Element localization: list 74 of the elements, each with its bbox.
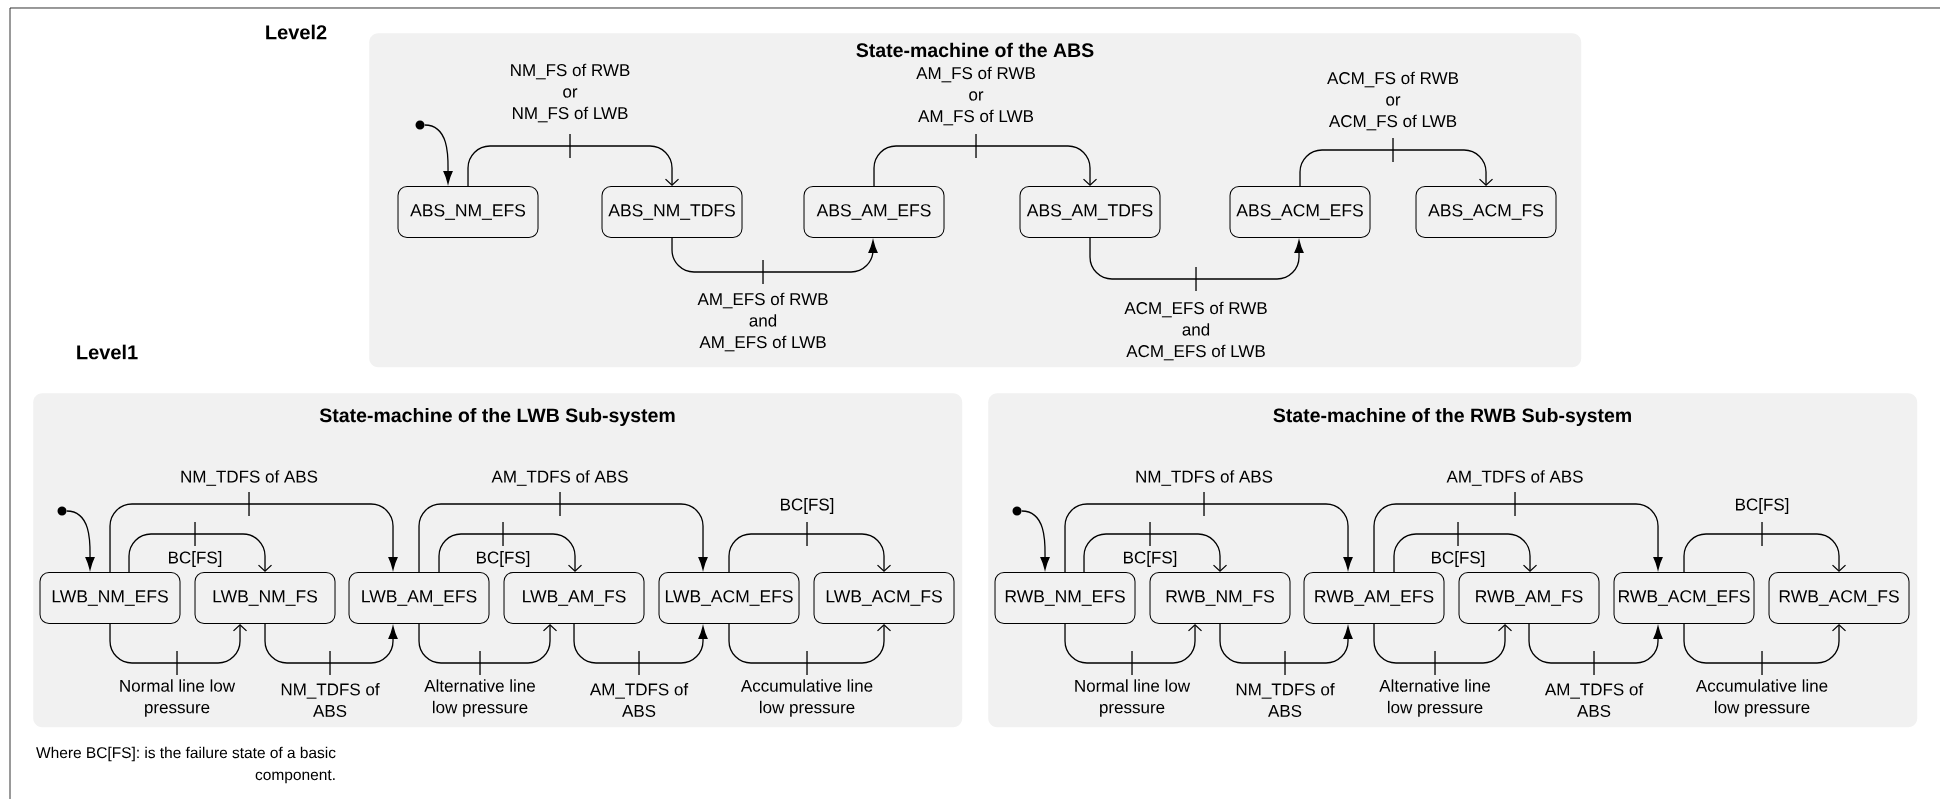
transition-arrow bbox=[1299, 137, 1494, 187]
transition-arrow bbox=[1373, 491, 1663, 573]
transition-arrow bbox=[1373, 623, 1513, 676]
transition-arrow bbox=[1021, 510, 1050, 570]
state-box: LWB_NM_EFS bbox=[39, 572, 181, 624]
transition-label: ACM_EFS of RWB and ACM_EFS of LWB bbox=[1124, 301, 1267, 361]
transition-label: BC[FS] bbox=[1432, 551, 1485, 567]
transition-label: NM_TDFS of ABS bbox=[1236, 683, 1335, 717]
transition-arrow bbox=[109, 623, 248, 676]
state-box: ABS_ACM_EFS bbox=[1229, 186, 1371, 238]
state-box: RWB_NM_FS bbox=[1149, 572, 1291, 624]
level-label: Level2 bbox=[266, 24, 327, 40]
state-box: LWB_ACM_EFS bbox=[658, 572, 800, 624]
transition-label: BC[FS] bbox=[169, 551, 222, 567]
transition-label: ACM_FS of RWB or ACM_FS of LWB bbox=[1327, 71, 1459, 131]
transition-arrow bbox=[573, 623, 708, 676]
transition-label: AM_FS of RWB or AM_FS of LWB bbox=[916, 66, 1035, 126]
state-box: ABS_AM_EFS bbox=[803, 186, 945, 238]
transition-arrow bbox=[1219, 623, 1353, 676]
state-box: RWB_NM_EFS bbox=[994, 572, 1136, 624]
transition-arrow bbox=[66, 510, 95, 570]
transition-arrow bbox=[1683, 521, 1847, 573]
transition-arrow bbox=[264, 623, 398, 676]
transition-label: AM_EFS of RWB and AM_EFS of LWB bbox=[697, 292, 828, 352]
transition-label: Normal line low pressure bbox=[1075, 679, 1191, 717]
state-box: RWB_ACM_EFS bbox=[1613, 572, 1755, 624]
transition-label: NM_TDFS of ABS bbox=[1136, 470, 1273, 486]
transition-arrow bbox=[1528, 623, 1663, 676]
state-box: RWB_AM_EFS bbox=[1303, 572, 1445, 624]
state-box: LWB_AM_EFS bbox=[348, 572, 490, 624]
transition-label: Alternative line low pressure bbox=[424, 679, 535, 717]
transition-arrow bbox=[1393, 521, 1538, 573]
transition-label: BC[FS] bbox=[781, 498, 834, 514]
transition-label: AM_TDFS of ABS bbox=[589, 683, 689, 717]
note-text: Where BC[FS]: is the failure state of a basic component. bbox=[36, 746, 336, 784]
transition-arrow bbox=[467, 133, 680, 187]
transition-label: NM_TDFS of ABS bbox=[181, 470, 318, 486]
transition-arrow bbox=[1064, 623, 1203, 676]
transition-arrow bbox=[438, 521, 583, 573]
transition-label: NM_TDFS of ABS bbox=[281, 683, 380, 717]
transition-arrow bbox=[418, 491, 708, 573]
level-label: Level1 bbox=[77, 344, 138, 360]
transition-arrow bbox=[128, 521, 273, 573]
transition-label: Accumulative line low pressure bbox=[1695, 679, 1828, 717]
state-box: LWB_NM_FS bbox=[194, 572, 336, 624]
transition-label: BC[FS] bbox=[477, 551, 530, 567]
transition-arrow bbox=[1083, 521, 1228, 573]
transition-label: BC[FS] bbox=[1124, 551, 1177, 567]
transition-arrow bbox=[728, 623, 892, 676]
state-box: ABS_ACM_FS bbox=[1415, 186, 1557, 238]
transition-label: NM_FS of RWB or NM_FS of LWB bbox=[511, 63, 630, 123]
transition-label: Alternative line low pressure bbox=[1379, 679, 1490, 717]
transition-label: Accumulative line low pressure bbox=[740, 679, 873, 717]
state-box: ABS_NM_EFS bbox=[397, 186, 539, 238]
transition-arrow bbox=[671, 237, 878, 285]
transition-arrow bbox=[109, 491, 398, 573]
state-box: LWB_ACM_FS bbox=[813, 572, 955, 624]
state-box: LWB_AM_FS bbox=[503, 572, 645, 624]
transition-arrow bbox=[873, 133, 1098, 187]
transition-arrow bbox=[418, 623, 558, 676]
transition-label: BC[FS] bbox=[1736, 498, 1789, 514]
transition-label: AM_TDFS of ABS bbox=[491, 470, 628, 486]
state-box: ABS_AM_TDFS bbox=[1019, 186, 1161, 238]
transition-label: AM_TDFS of ABS bbox=[1544, 683, 1644, 717]
transition-arrow bbox=[1064, 491, 1353, 573]
transition-arrow bbox=[728, 521, 892, 573]
transition-arrow bbox=[1089, 237, 1304, 292]
state-box: RWB_ACM_FS bbox=[1768, 572, 1910, 624]
transition-label: Normal line low pressure bbox=[120, 679, 236, 717]
state-box: ABS_NM_TDFS bbox=[601, 186, 743, 238]
transition-arrow bbox=[424, 124, 453, 184]
transition-arrow bbox=[1683, 623, 1847, 676]
transition-label: AM_TDFS of ABS bbox=[1446, 470, 1583, 486]
state-box: RWB_AM_FS bbox=[1458, 572, 1600, 624]
